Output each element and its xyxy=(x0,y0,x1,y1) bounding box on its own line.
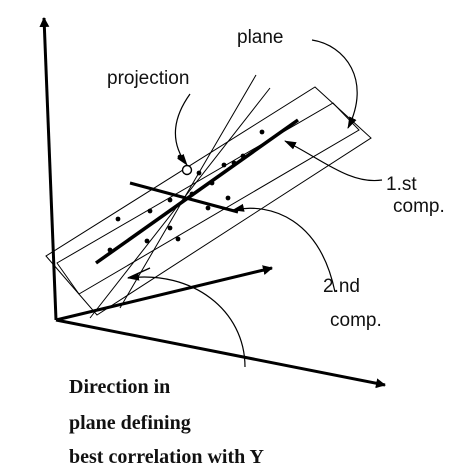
data-point xyxy=(259,129,265,135)
data-point xyxy=(209,180,215,186)
projected-point xyxy=(181,164,193,176)
horizontal-axis xyxy=(55,318,386,389)
first-comp-callout-arrow xyxy=(284,140,383,182)
projection-label: projection xyxy=(107,68,189,89)
data-point xyxy=(175,236,181,242)
data-point xyxy=(144,238,150,244)
data-point xyxy=(147,208,153,214)
direction-callout-arrow xyxy=(127,272,246,368)
data-point xyxy=(225,195,231,201)
data-point xyxy=(196,170,202,176)
data-point xyxy=(231,160,237,166)
plane-label: plane xyxy=(237,27,284,48)
data-point xyxy=(167,225,173,231)
data-points xyxy=(107,129,265,253)
projection-line-2 xyxy=(119,74,257,309)
data-point xyxy=(221,162,227,168)
second-comp-callout-arrow xyxy=(232,203,336,293)
first-comp-label-line1: 1.st xyxy=(386,174,417,195)
data-point xyxy=(240,153,246,159)
first-comp-label-line2: comp. xyxy=(393,196,445,217)
data-point xyxy=(115,216,121,222)
data-point xyxy=(189,191,195,197)
second-comp-label-line2: comp. xyxy=(330,310,382,331)
plane-callout-arrow xyxy=(311,39,358,129)
second-comp-label-line1: 2.nd xyxy=(323,276,360,297)
data-point xyxy=(107,247,113,253)
labels: plane projection 1.st comp. 2.nd comp. D… xyxy=(69,27,445,468)
projection-callout-arrow xyxy=(174,93,191,166)
coordinate-axes xyxy=(39,17,386,389)
callouts xyxy=(127,39,383,368)
direction-label-line1: Direction in xyxy=(69,376,170,398)
second-component-line xyxy=(129,181,239,214)
first-component-line xyxy=(94,118,300,265)
plane-outline xyxy=(45,86,372,316)
depth-axis xyxy=(55,265,273,322)
data-point xyxy=(205,205,211,211)
component-axes xyxy=(94,118,300,279)
direction-label-line2: plane defining xyxy=(69,412,191,434)
inner-strip-outline xyxy=(56,102,360,295)
direction-label-line3: best correlation with Y xyxy=(69,446,265,468)
vertical-axis xyxy=(39,17,58,321)
data-point xyxy=(167,197,173,203)
